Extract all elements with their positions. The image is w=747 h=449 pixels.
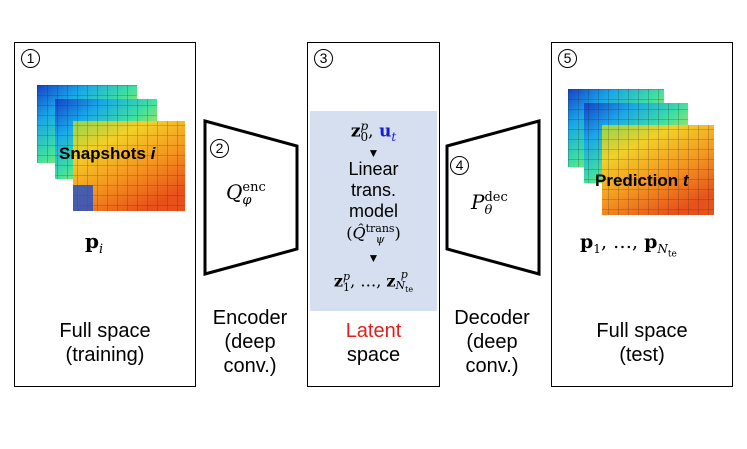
step-number-1: 1 <box>21 49 40 68</box>
panel-full-space-training: 1 Snapshots i pi Full space (training) <box>14 42 196 387</box>
step-number-5: 5 <box>558 49 577 68</box>
decoder-trapezoid <box>445 119 541 276</box>
step-number-3: 3 <box>314 49 333 68</box>
arrow-down-icon: ▼ <box>367 251 380 265</box>
model-label: Linear trans. model <box>348 159 399 221</box>
step-number-2: 2 <box>210 139 229 158</box>
caption-full-space-test: Full space (test) <box>596 320 688 366</box>
step-number-4: 4 <box>450 156 469 175</box>
p-prediction-symbols: p1, …, pNte <box>580 231 677 260</box>
arrow-down-icon: ▼ <box>367 146 380 160</box>
p-i-symbol: pi <box>85 229 104 257</box>
caption-decoder: Decoder (deep conv.) <box>454 307 530 377</box>
prediction-stack <box>568 89 714 215</box>
panel-full-space-test: 5 Prediction t p1, …, pNte Full space (t… <box>551 42 733 387</box>
prediction-label: Prediction t <box>595 171 689 190</box>
caption-full-space-training: Full space (training) <box>59 320 151 366</box>
snapshot-stack <box>37 85 185 211</box>
encoder-trapezoid <box>203 119 299 276</box>
caption-latent-space: Latent space <box>345 320 402 366</box>
snapshots-label: Snapshots i <box>59 144 156 163</box>
caption-encoder: Encoder (deep conv.) <box>212 307 288 377</box>
